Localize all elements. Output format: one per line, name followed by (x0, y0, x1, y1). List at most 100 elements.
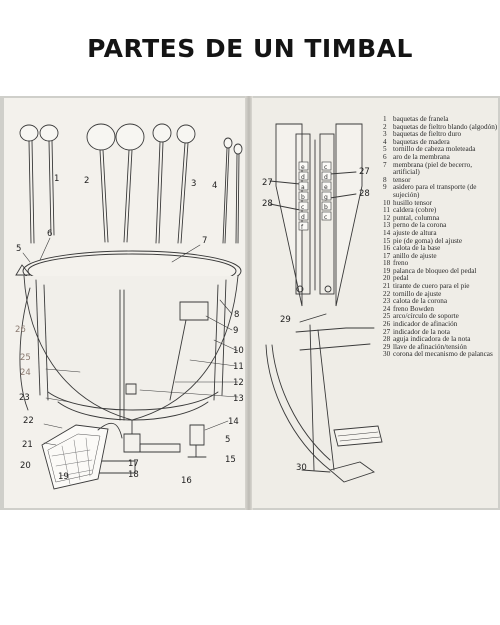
callout-number: 3 (191, 179, 196, 189)
callout-number: 24 (20, 368, 31, 378)
callout-number: 20 (20, 461, 31, 471)
legend-item-label: asidero para el transporte (de sujeción) (393, 183, 477, 199)
callout-number: 12 (233, 378, 244, 388)
gauge-letter: d (324, 174, 328, 181)
gauge-letter: a (301, 184, 305, 191)
legend-item-number: 3 (383, 130, 387, 139)
callout-number: 13 (233, 394, 244, 404)
callout-number: 7 (202, 236, 207, 246)
legend-item-number: 18 (383, 259, 391, 268)
legend-item-label: calota de la corona (393, 297, 448, 306)
legend-item-label: baquetas de fieltro duro (393, 130, 462, 139)
gauge-letter: g (324, 194, 328, 201)
gauge-letter: e (324, 184, 328, 191)
mallet-2-soft-felt (86, 123, 145, 243)
pedal-mechanism-drawing (265, 313, 383, 483)
callout-number: 18 (128, 470, 139, 480)
callout-number: 5 (225, 435, 230, 445)
callout-number: 17 (128, 459, 139, 469)
legend-item-number: 10 (383, 198, 391, 207)
gauge-letter: c (324, 214, 327, 221)
callout-number: 19 (58, 472, 69, 482)
legend-item: 9 asidero para el transporte (de sujeción… (383, 183, 499, 199)
legend-item-number: 6 (383, 152, 387, 161)
legend-item-number: 20 (383, 274, 391, 283)
callout-number: 30 (296, 463, 307, 473)
legend-item-number: 25 (383, 312, 391, 321)
legend-item-label: baquetas de franela (393, 115, 449, 123)
legend-item-number: 1 (383, 115, 387, 123)
callout-number: 6 (47, 229, 52, 239)
legend-item-label: tirante de cuero para el pie (393, 282, 470, 291)
legend-item-label: pie (de goma) del ajuste (393, 236, 463, 245)
legend-item-number: 17 (383, 251, 391, 260)
timpani-drawing (15, 250, 242, 490)
callout-number: 16 (181, 476, 192, 486)
legend-item-label: husillo tensor (393, 198, 432, 207)
gauge-letter: e (301, 164, 305, 171)
gauge-letter: b (324, 204, 328, 211)
legend-item-label: indicador de la nota (393, 327, 450, 336)
legend-item-label: calota de la base (393, 244, 441, 253)
legend-item-number: 28 (383, 335, 391, 344)
callout-number: 11 (233, 362, 244, 372)
legend-item-label: palanca de bloqueo del pedal (393, 266, 477, 275)
legend-item-number: 7 (383, 160, 387, 169)
mallet-1-flannel (19, 124, 59, 244)
legend-item: 1 baquetas de franela (383, 115, 499, 124)
legend-item-number: 11 (383, 206, 390, 215)
legend-item-label: baquetas de fieltro blando (algodón) (393, 122, 498, 131)
callout-number: 14 (228, 417, 239, 427)
legend-item-number: 27 (383, 327, 391, 336)
book-gutter (245, 96, 253, 510)
legend-item-label: baquetas de madera (393, 137, 450, 146)
callout-number: 21 (22, 440, 33, 450)
legend-item-number: 23 (383, 297, 391, 306)
legend-item-number: 8 (383, 175, 387, 184)
legend-item-label: puntal, columna (393, 213, 440, 222)
legend-item-number: 9 (383, 183, 387, 192)
legend-item-label: caldera (cobre) (393, 206, 437, 215)
legend-item-number: 22 (383, 289, 391, 298)
callout-number: 2 (84, 176, 89, 186)
legend-item-number: 13 (383, 221, 391, 230)
legend-item-number: 5 (383, 145, 387, 154)
callout-number: 10 (233, 346, 244, 356)
gauge-letter: b (301, 194, 305, 201)
callout-number: 25 (20, 353, 31, 363)
legend-item-label: arco/círculo de soporte (393, 312, 459, 321)
tuning-indicator-scale (269, 123, 363, 307)
callout-number: 1 (54, 174, 59, 184)
callout-number: 27 (359, 167, 370, 177)
legend-item-number: 29 (383, 342, 391, 351)
callout-number: 5 (16, 244, 21, 254)
legend-item-number: 14 (383, 228, 391, 237)
legend-item-number: 15 (383, 236, 391, 245)
gauge-letter: c (301, 204, 304, 211)
leader-lines (22, 237, 239, 446)
legend-item-label: ajuste de altura (393, 228, 437, 237)
callout-number: 27 (262, 178, 273, 188)
legend-item-label: indicador de afinación (393, 320, 458, 329)
legend-item-label: tornillo de cabeza moleteada (393, 145, 476, 154)
